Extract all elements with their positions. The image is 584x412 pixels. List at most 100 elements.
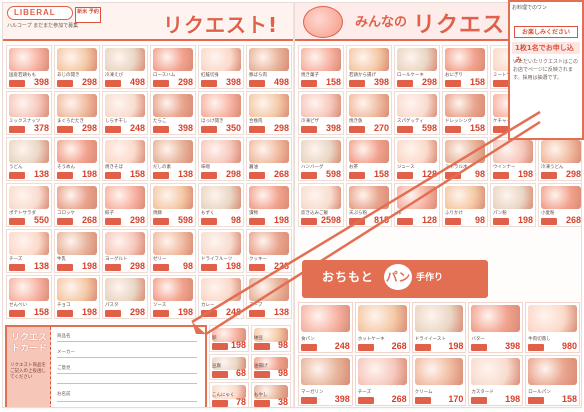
product-name: ミックスナッツ — [9, 119, 41, 124]
product-photo — [528, 305, 577, 332]
product-photo — [153, 232, 193, 256]
product-price: 198 — [81, 307, 97, 317]
product-photo — [249, 278, 289, 302]
card-field-line[interactable] — [57, 357, 197, 358]
price-tag-icon — [357, 344, 374, 351]
product-photo — [397, 94, 437, 118]
product-photo — [301, 186, 341, 210]
product-price: 268 — [565, 215, 581, 225]
product-name: 焼きそば — [105, 165, 123, 170]
price-tag-icon — [9, 172, 25, 179]
product-name: ロースハム — [153, 73, 176, 78]
product-photo — [105, 278, 145, 302]
product-price: 198 — [448, 341, 464, 351]
price-tag-icon — [414, 397, 431, 404]
price-tag-icon — [528, 397, 545, 404]
product-name: 冷凍えび — [105, 73, 123, 78]
bread-banner: おちもと パン 手作り — [302, 260, 488, 298]
card-field-label: お名前 — [57, 392, 71, 397]
price-tag-icon — [153, 218, 169, 225]
product-name: チーズ — [9, 257, 23, 262]
price-tag-icon — [397, 80, 413, 87]
product-price: 248 — [334, 341, 350, 351]
card-field-line[interactable] — [57, 401, 197, 402]
price-tag-icon — [349, 126, 365, 133]
product-photo — [493, 140, 533, 164]
price-tag-icon — [201, 80, 217, 87]
product-name: お茶 — [349, 165, 358, 170]
callout-button[interactable]: お楽しみください — [514, 26, 578, 38]
product-price: 350 — [225, 123, 241, 133]
product-price: 158 — [469, 123, 485, 133]
card-field-line[interactable] — [57, 341, 197, 342]
price-tag-icon — [397, 126, 413, 133]
product-name: チョコ — [57, 303, 71, 308]
product-photo — [349, 186, 389, 210]
product-photo — [349, 140, 389, 164]
price-tag-icon — [471, 344, 488, 351]
price-tag-icon — [9, 264, 25, 271]
product-price: 298 — [421, 77, 437, 87]
product-photo — [9, 232, 49, 256]
product-photo — [249, 94, 289, 118]
product-price: 550 — [33, 215, 49, 225]
card-field-line[interactable] — [57, 373, 197, 374]
price-tag-icon — [153, 172, 169, 179]
product-photo — [357, 305, 407, 332]
product-photo — [445, 186, 485, 210]
product-price: 498 — [273, 77, 289, 87]
card-field-line[interactable] — [57, 383, 197, 384]
product-name: パスタ — [105, 303, 119, 308]
product-photo — [212, 385, 246, 399]
product-price: 78 — [235, 396, 246, 407]
price-tag-icon — [249, 172, 265, 179]
price-tag-icon — [249, 80, 265, 87]
product-name: ホットケーキ — [357, 337, 385, 342]
product-photo — [249, 186, 289, 210]
product-photo — [528, 358, 577, 385]
product-price: 268 — [391, 394, 407, 404]
price-tag-icon — [349, 218, 365, 225]
product-name: 若鶏から揚げ — [349, 73, 376, 78]
price-tag-icon — [357, 397, 374, 404]
product-photo — [201, 140, 241, 164]
price-tag-icon — [541, 172, 557, 179]
price-tag-icon — [57, 80, 73, 87]
product-name: 合挽肉 — [249, 119, 263, 124]
left-page: LIBERAL ハルコープ まだまだ参加で募集 新米 予約 リクエスト! 国産若… — [2, 2, 294, 408]
product-price: 398 — [334, 394, 350, 404]
price-tag-icon — [57, 126, 73, 133]
product-photo — [9, 94, 49, 118]
product-price: 248 — [129, 123, 145, 133]
product-photo — [471, 358, 521, 385]
product-photo — [201, 186, 241, 210]
price-tag-icon — [105, 218, 121, 225]
product-price: 228 — [273, 261, 289, 271]
price-tag-icon — [201, 310, 217, 317]
right-title-prefix: みんなの — [355, 15, 408, 30]
product-price: 158 — [561, 394, 577, 404]
callout-top-text: お料理でのワン — [510, 2, 582, 24]
bread-banner-pan: パン — [384, 264, 412, 290]
product-name: たらこ — [153, 119, 167, 124]
product-price: 298 — [81, 123, 97, 133]
